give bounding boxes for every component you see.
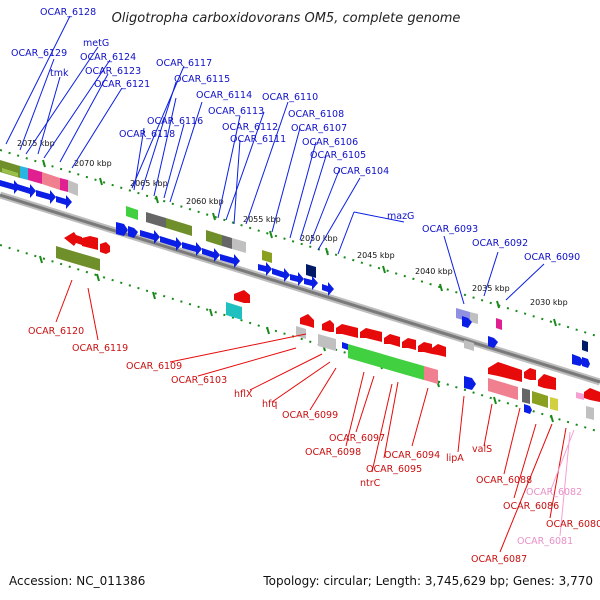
gene-label: valS: [472, 444, 492, 455]
scale-label: 2060 kbp: [186, 197, 224, 206]
gene-label: OCAR_6118: [119, 129, 175, 140]
gene-label: OCAR_6128: [40, 7, 96, 18]
gene-label: OCAR_6098: [305, 447, 361, 458]
reverse-gene-arrows: [64, 232, 600, 402]
gene-label: OCAR_6095: [366, 464, 422, 475]
pseudo-leader-lines: [549, 429, 575, 537]
scale-label: 2075 kbp: [17, 139, 55, 148]
gene-label: OCAR_6097: [329, 433, 385, 444]
gene-label: OCAR_6107: [291, 123, 347, 134]
gene-label: OCAR_6124: [80, 52, 136, 63]
gene-label: OCAR_6082: [526, 487, 582, 498]
scale-label: 2035 kbp: [472, 284, 510, 293]
gene-label: OCAR_6104: [333, 166, 389, 177]
pseudo-gene-marks: [576, 392, 584, 400]
gene-label: OCAR_6119: [72, 343, 128, 354]
gene-label: hflX: [234, 389, 253, 400]
accession-text: Accession: NC_011386: [9, 574, 145, 588]
scale-label: 2050 kbp: [300, 234, 338, 243]
gene-label: OCAR_6112: [222, 122, 278, 133]
gene-label: OCAR_6081: [517, 536, 573, 547]
gene-label: OCAR_6117: [156, 58, 212, 69]
gene-label: OCAR_6111: [230, 134, 286, 145]
gene-label: ntrC: [360, 478, 381, 489]
forward-gene-labels: OCAR_6128 OCAR_6129 metG OCAR_6124 OCAR_…: [11, 7, 580, 263]
pseudo-gene-labels: OCAR_6082 OCAR_6081: [517, 487, 582, 547]
gene-label: OCAR_6086: [503, 501, 559, 512]
gene-label: OCAR_6115: [174, 74, 230, 85]
forward-gene-arrows: [0, 180, 590, 414]
gene-label: OCAR_6123: [85, 66, 141, 77]
gene-label: OCAR_6080: [546, 519, 600, 530]
gene-label: OCAR_6094: [384, 450, 440, 461]
gene-label: OCAR_6099: [282, 410, 338, 421]
gene-label: hfq: [262, 399, 277, 410]
gene-label: OCAR_6110: [262, 92, 318, 103]
gene-label: OCAR_6108: [288, 109, 344, 120]
scale-label: 2040 kbp: [415, 267, 453, 276]
gene-label: OCAR_6121: [94, 79, 150, 90]
map-title: Oligotropha carboxidovorans OM5, complet…: [112, 11, 461, 26]
scale-label: 2045 kbp: [357, 251, 395, 260]
gene-label: OCAR_6120: [28, 326, 84, 337]
scale-track-lower: [0, 244, 600, 433]
gene-label: OCAR_6093: [422, 224, 478, 235]
scale-label: 2030 kbp: [530, 298, 568, 307]
gene-label: OCAR_6103: [171, 375, 227, 386]
cog-feature-blocks: [0, 160, 594, 420]
scale-track-upper: [0, 149, 600, 338]
gene-label: mazG: [387, 211, 414, 222]
reverse-gene-labels: OCAR_6120 OCAR_6119 OCAR_6109 OCAR_6103 …: [28, 326, 600, 565]
gene-label: OCAR_6092: [472, 238, 528, 249]
gene-label: OCAR_6105: [310, 150, 366, 161]
gene-label: OCAR_6116: [147, 116, 203, 127]
gene-label: OCAR_6109: [126, 361, 182, 372]
gene-label: OCAR_6106: [302, 137, 358, 148]
scale-labels: 2075 kbp 2070 kbp 2065 kbp 2060 kbp 2055…: [17, 139, 568, 307]
genome-backbone: [0, 191, 600, 386]
scale-label: 2055 kbp: [243, 215, 281, 224]
gene-label: OCAR_6129: [11, 48, 67, 59]
gene-label: OCAR_6114: [196, 90, 252, 101]
gene-label: OCAR_6088: [476, 475, 532, 486]
forward-leader-lines: [5, 15, 545, 305]
gene-label: lipA: [446, 453, 464, 464]
gene-label: OCAR_6113: [208, 106, 264, 117]
scale-label: 2065 kbp: [130, 179, 168, 188]
gene-label: tmk: [50, 68, 69, 79]
genome-summary-text: Topology: circular; Length: 3,745,629 bp…: [262, 574, 593, 588]
scale-label: 2070 kbp: [74, 159, 112, 168]
gene-label: OCAR_6087: [471, 554, 527, 565]
reverse-leader-lines: [55, 279, 567, 553]
gene-label: OCAR_6090: [524, 252, 580, 263]
gene-label: metG: [83, 38, 109, 49]
